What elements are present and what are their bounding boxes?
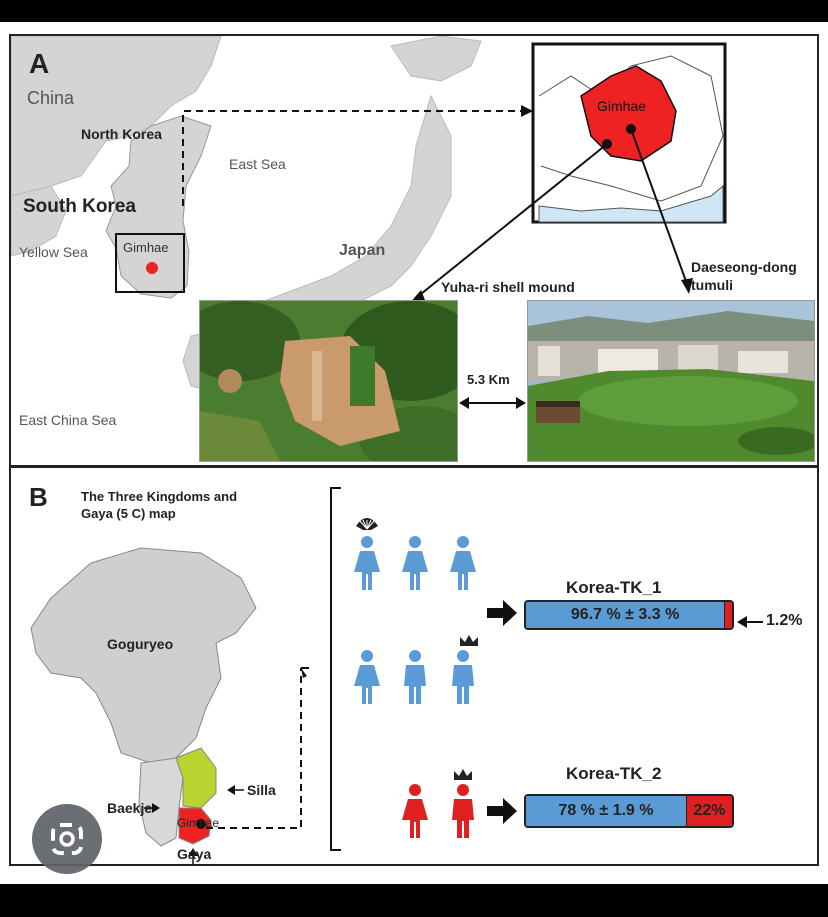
person-tk2-1 bbox=[402, 784, 428, 838]
panel-a-letter: A bbox=[29, 48, 50, 79]
label-inset-gimhae: Gimhae bbox=[123, 240, 169, 255]
label-china: China bbox=[27, 88, 75, 108]
people-icons bbox=[354, 518, 478, 838]
label-gimhae-b: Gimhae bbox=[177, 816, 220, 830]
person-tk1-3 bbox=[450, 536, 476, 590]
distance-arrow-left bbox=[459, 397, 469, 409]
group-1-name: Korea-TK_1 bbox=[566, 578, 662, 597]
three-kingdoms-map bbox=[30, 487, 763, 864]
label-gaya: Gaya bbox=[177, 846, 212, 862]
group-1-bar: 96.7 % ± 3.3 % bbox=[524, 600, 734, 630]
gaya-territory bbox=[178, 807, 212, 845]
panel-a: A China North Korea East Sea South Korea… bbox=[9, 34, 819, 467]
gimhae-district bbox=[580, 65, 677, 162]
figure-canvas: A China North Korea East Sea South Korea… bbox=[0, 22, 828, 884]
person-tk1-4 bbox=[354, 650, 380, 704]
label-silla: Silla bbox=[247, 782, 276, 798]
silla-territory bbox=[175, 747, 217, 809]
lens-icon bbox=[51, 823, 83, 855]
person-tk1-5 bbox=[404, 650, 426, 704]
bar1-segment-1: 96.7 % ± 3.3 % bbox=[526, 602, 725, 628]
arrow-to-daeseong-dong bbox=[630, 128, 688, 285]
label-east-china-sea: East China Sea bbox=[19, 412, 117, 428]
zoom-river bbox=[538, 184, 724, 223]
label-baekje: Baekje bbox=[107, 800, 153, 816]
arrow-to-tk2 bbox=[487, 798, 517, 824]
person-tk1-2 bbox=[402, 536, 428, 590]
bar2-segment-2: 22% bbox=[685, 796, 732, 826]
label-north-korea: North Korea bbox=[81, 126, 162, 142]
crown-icon-tk1 bbox=[460, 635, 478, 646]
group-2-bar: 78 % ± 1.9 %22% bbox=[524, 794, 734, 828]
arrow-to-daeseong-dong-head bbox=[681, 278, 693, 294]
gimhae-dot bbox=[146, 262, 158, 274]
person-tk1-6 bbox=[452, 650, 474, 704]
label-yuha-ri: Yuha-ri shell mound bbox=[441, 279, 575, 295]
bar2-segment-1: 78 % ± 1.9 % bbox=[526, 796, 686, 826]
photo-yuha-ri-illustration bbox=[200, 301, 457, 461]
group-2-name: Korea-TK_2 bbox=[566, 764, 662, 783]
label-goguryeo: Goguryeo bbox=[107, 636, 174, 652]
label-distance: 5.3 Km bbox=[467, 372, 510, 387]
label-yellow-sea: Yellow Sea bbox=[19, 244, 88, 260]
map-to-groups-arrowhead bbox=[301, 668, 307, 678]
panel-b-letter: B bbox=[29, 482, 48, 512]
person-tk2-2 bbox=[452, 784, 474, 838]
gimhae-inset-box bbox=[115, 233, 185, 293]
groups-bracket bbox=[330, 487, 341, 851]
japan-hokkaido bbox=[390, 36, 482, 82]
zoom-connector-arrowhead bbox=[521, 105, 533, 117]
label-south-korea: South Korea bbox=[23, 196, 136, 217]
panel-b: B The Three Kingdoms and Gaya (5 C) map … bbox=[9, 466, 819, 866]
china-coast bbox=[11, 185, 67, 257]
distance-arrow-right bbox=[516, 397, 526, 409]
group-1-callout: 1.2% bbox=[766, 612, 803, 629]
gimhae-marker bbox=[196, 819, 206, 829]
lens-search-button[interactable] bbox=[32, 804, 102, 874]
arrow-to-yuha-ri bbox=[415, 143, 608, 299]
crown-icon-tk2 bbox=[454, 769, 472, 780]
goguryeo-territory bbox=[30, 547, 257, 764]
bar1-segment-2 bbox=[724, 602, 732, 628]
map-title: The Three Kingdoms and Gaya (5 C) map bbox=[81, 489, 238, 521]
photo-daeseong-dong-illustration bbox=[528, 301, 814, 461]
map-east-asia bbox=[11, 36, 727, 409]
label-east-sea: East Sea bbox=[229, 156, 286, 172]
photo-daeseong-dong-tumuli bbox=[527, 300, 815, 462]
person-tk1-1 bbox=[354, 536, 380, 590]
label-daeseong-dong: Daeseong-dong tumuli bbox=[691, 259, 797, 293]
callout-arrow-head bbox=[737, 616, 747, 628]
label-zoom-gimhae: Gimhae bbox=[597, 98, 647, 114]
photo-yuha-ri-shell-mound bbox=[199, 300, 458, 462]
arrow-to-tk1 bbox=[487, 600, 517, 626]
label-japan: Japan bbox=[339, 242, 386, 259]
